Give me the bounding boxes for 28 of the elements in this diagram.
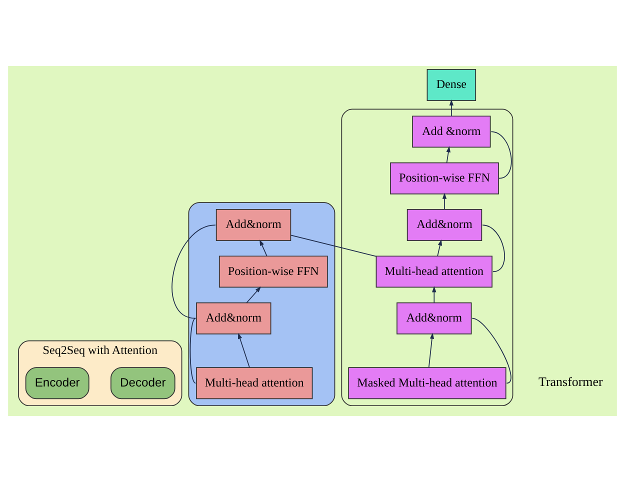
arrow — [449, 98, 454, 116]
node-box: Add&norm — [216, 208, 292, 240]
node-box: Decoder — [110, 366, 176, 399]
node-box: Position-wise FFN — [390, 162, 499, 194]
node-box: Encoder — [25, 366, 90, 399]
arrow — [437, 239, 442, 256]
node-box: Add&norm — [406, 208, 482, 240]
connector — [172, 224, 216, 318]
node-box: Multi-head attention — [376, 255, 492, 288]
arrow — [260, 239, 268, 256]
arrow — [428, 332, 434, 368]
connector — [290, 234, 376, 256]
arrow — [246, 286, 262, 303]
node-box: Dense — [426, 68, 476, 100]
connector — [482, 224, 505, 272]
arrow — [442, 192, 447, 210]
node-box: Multi-head attention — [196, 366, 313, 399]
node-box: Add&norm — [196, 302, 272, 334]
node-box: Add&norm — [396, 302, 472, 334]
label: Transformer — [538, 374, 603, 389]
arrow — [446, 146, 450, 163]
node-box: Add &norm — [412, 115, 491, 148]
arrow — [238, 332, 250, 368]
connector — [190, 317, 196, 384]
node-box: Masked Multi-head attention — [348, 366, 506, 399]
connector — [490, 130, 512, 178]
arrow — [432, 286, 436, 303]
node-box: Position-wise FFN — [218, 255, 328, 288]
